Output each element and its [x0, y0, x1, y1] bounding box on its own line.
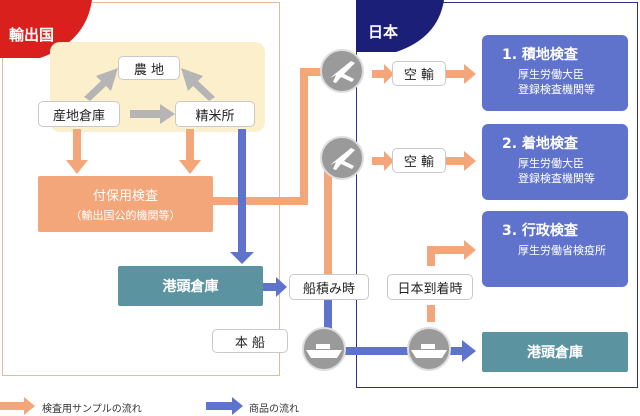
- sample-arrow-plane-to-air-2: [372, 151, 394, 171]
- inspection-line: 厚生労働大臣: [518, 68, 584, 81]
- ship-icon: [302, 327, 346, 371]
- gray-arrow-farm-to-warehouse: [84, 68, 118, 101]
- japan-tag: [356, 0, 444, 52]
- goods-arrow-warehouse-to-loading: [263, 277, 287, 297]
- airplane-icon: [320, 49, 364, 93]
- legend-sample-label: 検査用サンプルの流れ: [42, 404, 142, 415]
- port-warehouse-origin-box: 港頭倉庫: [118, 266, 263, 306]
- gray-arrow-warehouse-to-mill: [130, 104, 175, 124]
- goods-route-mill-down: [230, 129, 254, 264]
- inspection-title: 1. 積地検査: [502, 47, 578, 63]
- inspection-line: 厚生労働省検疫所: [518, 244, 606, 257]
- sample-arrow-air-2-to-inspection-2: [446, 151, 476, 171]
- sample-route-to-air: [213, 68, 324, 205]
- loading-time-box: 船積み時: [289, 274, 369, 300]
- japan-label: 日本: [368, 23, 399, 41]
- pre-inspection-sub: （輸出国公的機関等）: [70, 209, 181, 222]
- sample-route-lower-plane: [324, 153, 332, 275]
- air-transport-box-1: 空 輸: [392, 61, 446, 86]
- air-transport-box-2: 空 輸: [392, 148, 446, 173]
- legend-sample-arrow: [0, 397, 35, 415]
- sample-route-ship2-to-arrival: [427, 305, 435, 322]
- producer-warehouse-box: 産地倉庫: [38, 101, 120, 127]
- export-country-label: 輸出国: [9, 26, 55, 44]
- inspection-title: 3. 行政検査: [502, 223, 578, 239]
- rice-mill-box: 精米所: [175, 101, 255, 127]
- airplane-icon: [320, 136, 364, 180]
- sample-arrow-mill-down: [179, 129, 201, 174]
- ship-icon: [407, 327, 451, 371]
- legend-goods-label: 商品の流れ: [249, 404, 299, 415]
- sample-arrow-warehouse-down: [66, 129, 88, 174]
- pre-inspection-title: 付保用検査: [92, 189, 158, 204]
- pre-inspection-box: 付保用検査 （輸出国公的機関等）: [38, 176, 213, 232]
- inspection-box-2: 2. 着地検査 厚生労働大臣 登録検査機関等: [482, 124, 628, 200]
- sample-arrow-plane-to-air-1: [372, 64, 394, 84]
- farm-box: 農 地: [118, 56, 180, 80]
- export-country-region: [2, 2, 280, 376]
- inspection-line: 厚生労働大臣: [518, 157, 584, 170]
- vessel-box: 本 船: [212, 329, 288, 353]
- port-warehouse-japan-box: 港頭倉庫: [482, 332, 628, 372]
- sample-route-arrival-to-inspection-3: [427, 240, 476, 266]
- inspection-line: 登録検査機関等: [518, 172, 595, 185]
- legend-goods-arrow: [206, 397, 243, 415]
- inspection-box-1: 1. 積地検査 厚生労働大臣 登録検査機関等: [482, 35, 628, 111]
- inspection-line: 登録検査機関等: [518, 83, 595, 96]
- inspection-title: 2. 着地検査: [502, 136, 578, 152]
- sample-arrow-air-1-to-inspection-1: [446, 64, 476, 84]
- japan-region: [356, 2, 638, 388]
- inspection-box-3: 3. 行政検査 厚生労働省検疫所: [482, 211, 628, 287]
- arrival-japan-box: 日本到着時: [387, 274, 473, 300]
- export-country-tag: [0, 0, 92, 58]
- gray-arrow-farm-to-mill: [181, 68, 215, 101]
